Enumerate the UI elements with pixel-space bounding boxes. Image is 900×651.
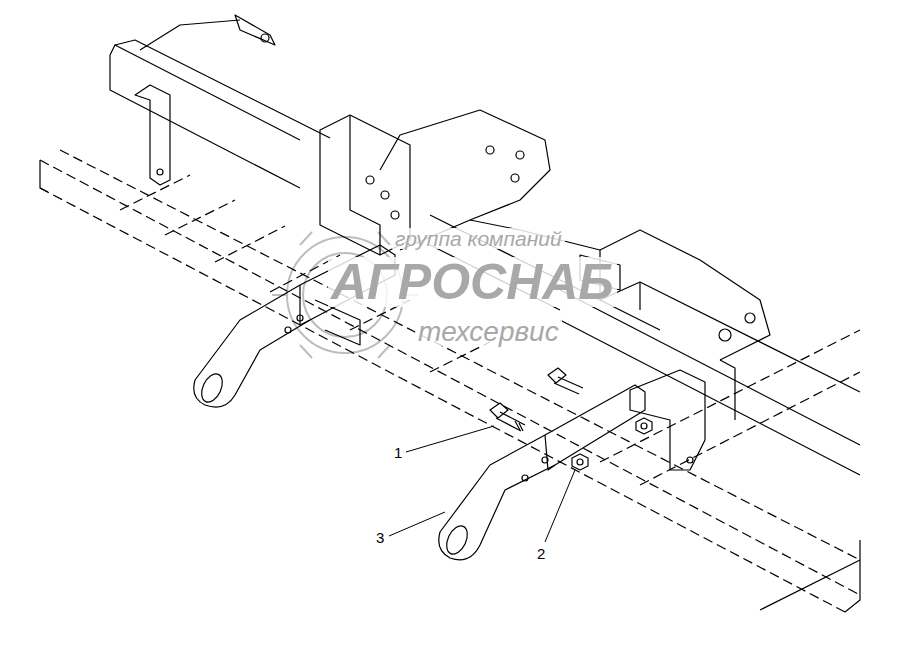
main-beam — [110, 40, 860, 475]
watermark-text: группа компаний — [392, 228, 565, 249]
leader-lines — [389, 426, 575, 542]
frame-rails — [40, 150, 860, 612]
end-bracket — [135, 15, 275, 185]
bolt — [490, 368, 583, 431]
callout-number: 3 — [374, 529, 386, 546]
watermark-text: техсервис — [415, 318, 562, 346]
right-bracket — [630, 360, 735, 470]
hitch-plates — [320, 110, 770, 360]
callout-number: 2 — [535, 545, 547, 562]
nut — [572, 418, 652, 470]
tow-hook-right — [439, 385, 645, 560]
watermark-brand: АГРОСНАБ — [328, 257, 617, 307]
callout-number: 1 — [392, 444, 404, 461]
frame-rail-ends — [40, 160, 860, 612]
